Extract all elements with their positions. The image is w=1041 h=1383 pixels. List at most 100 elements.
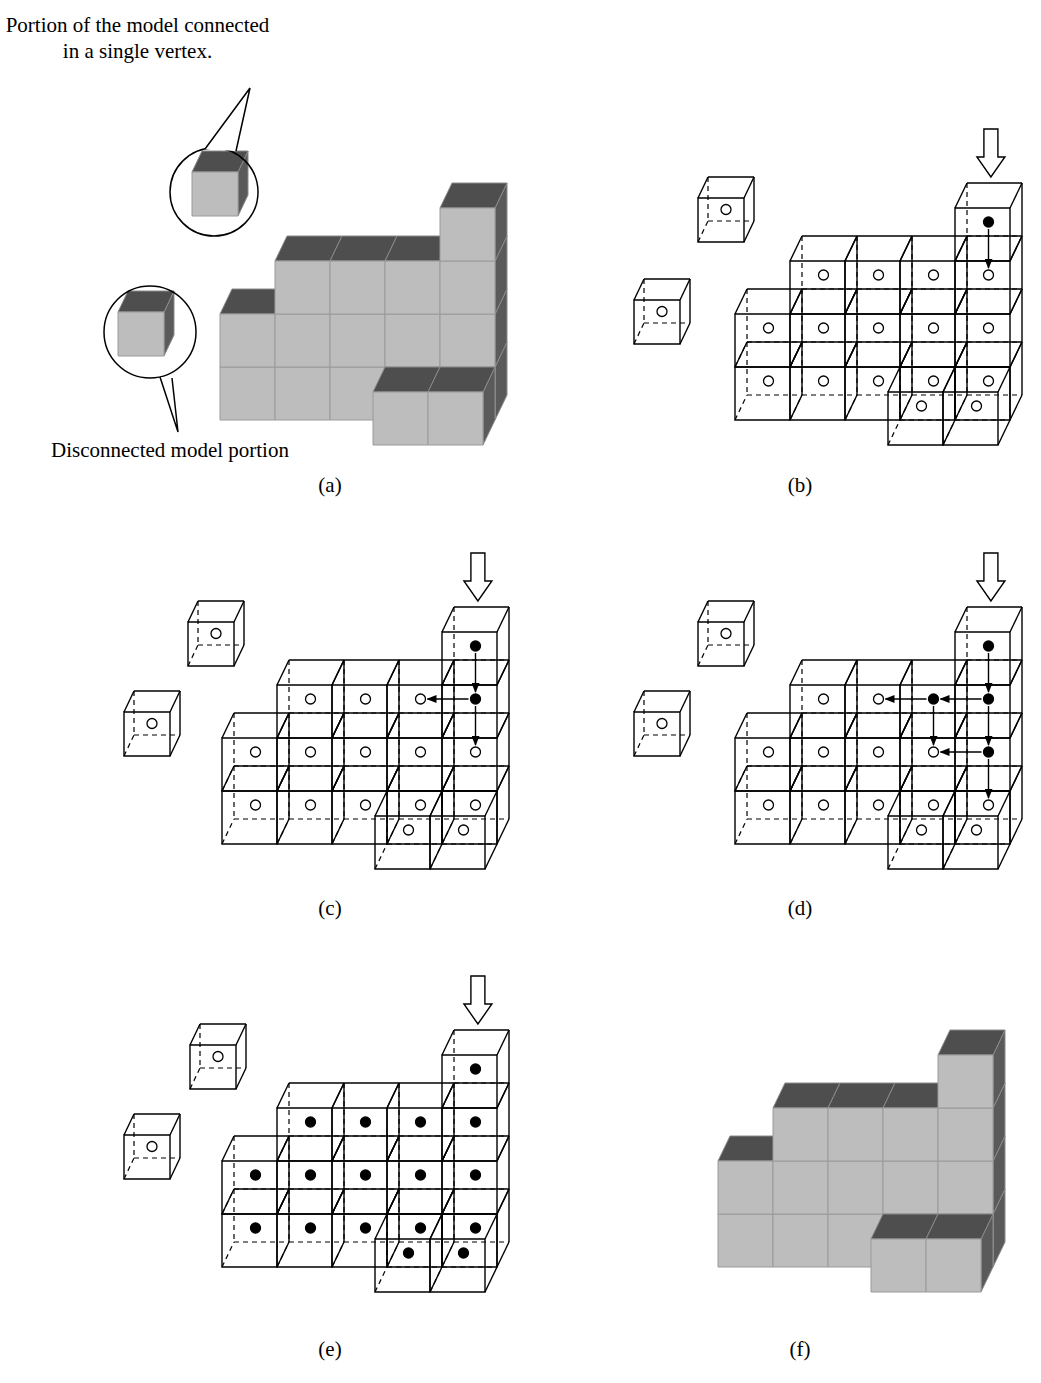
- cube-front: [718, 1161, 773, 1214]
- cube-edge: [454, 1082, 509, 1083]
- cube-edge: [900, 713, 912, 738]
- hidden-edge: [288, 1136, 289, 1189]
- hidden-edge: [801, 236, 802, 289]
- cube-front: [442, 1214, 497, 1267]
- cube-edge: [454, 712, 509, 713]
- cube-edge: [332, 1136, 344, 1161]
- cube-front: [883, 1108, 938, 1161]
- cube-edge: [845, 236, 857, 261]
- cube-edge: [387, 1136, 399, 1161]
- hidden-edge: [747, 765, 802, 766]
- cube-edge: [398, 1083, 399, 1136]
- cube-edge: [1021, 342, 1022, 395]
- hidden-edge: [912, 341, 967, 342]
- cube-edge: [497, 660, 509, 685]
- voxel-dot: [984, 270, 994, 280]
- cube-edge: [966, 713, 967, 766]
- cube-edge: [332, 713, 344, 738]
- cube-edge: [442, 1189, 454, 1214]
- callout-circle: [170, 148, 258, 236]
- cube-edge: [387, 819, 399, 844]
- cube-edge: [708, 176, 754, 177]
- hidden-edge: [442, 1266, 497, 1267]
- voxel-dot: [306, 747, 316, 757]
- cube-edge: [955, 236, 967, 261]
- hidden-edge: [966, 766, 967, 819]
- hidden-edge: [233, 1136, 234, 1189]
- cube-edge: [845, 342, 857, 367]
- cube-front: [442, 791, 497, 844]
- cube-edge: [1010, 819, 1022, 844]
- hidden-edge: [442, 819, 454, 844]
- cube-edge: [1010, 713, 1022, 738]
- cube-top: [192, 151, 248, 172]
- hidden-edge: [430, 844, 442, 869]
- hidden-edge: [856, 342, 857, 395]
- cube-edge: [497, 660, 509, 685]
- hidden-edge: [442, 1189, 454, 1214]
- panel-label: (f): [770, 1336, 830, 1362]
- hidden-edge: [343, 766, 344, 819]
- hidden-edge: [399, 1241, 454, 1242]
- cube-front: [634, 712, 680, 756]
- cube-edge: [790, 236, 802, 261]
- hidden-edge: [442, 713, 454, 738]
- cube-front: [373, 392, 428, 445]
- cube-front: [442, 1108, 497, 1161]
- hidden-edge: [644, 322, 690, 323]
- cube-edge: [747, 341, 802, 342]
- cube-front: [387, 685, 442, 738]
- hidden-edge: [801, 660, 802, 713]
- cube-edge: [943, 420, 955, 445]
- hidden-edge: [234, 1241, 289, 1242]
- cube-front: [773, 1161, 828, 1214]
- hidden-edge: [857, 394, 912, 395]
- hidden-edge: [398, 713, 399, 766]
- voxel-dot: [404, 825, 414, 835]
- hidden-edge: [954, 367, 955, 420]
- cube-edge: [442, 766, 454, 791]
- cube-edge: [442, 660, 454, 685]
- cube-edge: [912, 288, 967, 289]
- cube-edge: [845, 766, 857, 791]
- cube-edge: [234, 1135, 289, 1136]
- cube-edge: [497, 713, 509, 738]
- hidden-edge: [332, 1136, 344, 1161]
- cube-edge: [998, 791, 1010, 816]
- cube-edge: [387, 713, 399, 738]
- cube-edge: [485, 1214, 497, 1239]
- voxel-dot: [819, 270, 829, 280]
- hidden-edge: [430, 1267, 442, 1292]
- cube-front: [735, 738, 790, 791]
- propagation-arrow: [886, 698, 927, 699]
- cube-edge: [508, 660, 509, 713]
- hidden-edge: [277, 1242, 289, 1267]
- voxel-dot: [471, 1064, 481, 1074]
- cube-edge: [190, 1024, 200, 1045]
- voxel-dot: [984, 747, 994, 757]
- hidden-edge: [707, 177, 708, 221]
- cube-edge: [277, 1136, 289, 1161]
- cube-front: [118, 312, 164, 356]
- hidden-edge: [954, 791, 955, 844]
- cube-edge: [856, 342, 857, 395]
- voxel-dot: [764, 323, 774, 333]
- hidden-edge: [398, 1189, 399, 1242]
- cube-edge: [344, 1188, 399, 1189]
- cube-edge: [398, 713, 399, 766]
- hidden-edge: [277, 766, 289, 791]
- cube-top: [428, 367, 495, 392]
- voxel-dot: [361, 1223, 371, 1233]
- cube-front: [845, 261, 900, 314]
- hidden-edge: [966, 236, 967, 289]
- cube-edge: [888, 791, 900, 816]
- cube-front: [430, 1239, 485, 1292]
- cube-edge: [399, 1135, 454, 1136]
- cube-edge: [1010, 183, 1022, 208]
- hidden-edge: [442, 1136, 454, 1161]
- cube-edge: [399, 659, 454, 660]
- cube-front: [440, 261, 495, 314]
- cube-edge: [857, 712, 912, 713]
- cube-edge: [497, 1030, 509, 1055]
- cube-front: [955, 367, 1010, 420]
